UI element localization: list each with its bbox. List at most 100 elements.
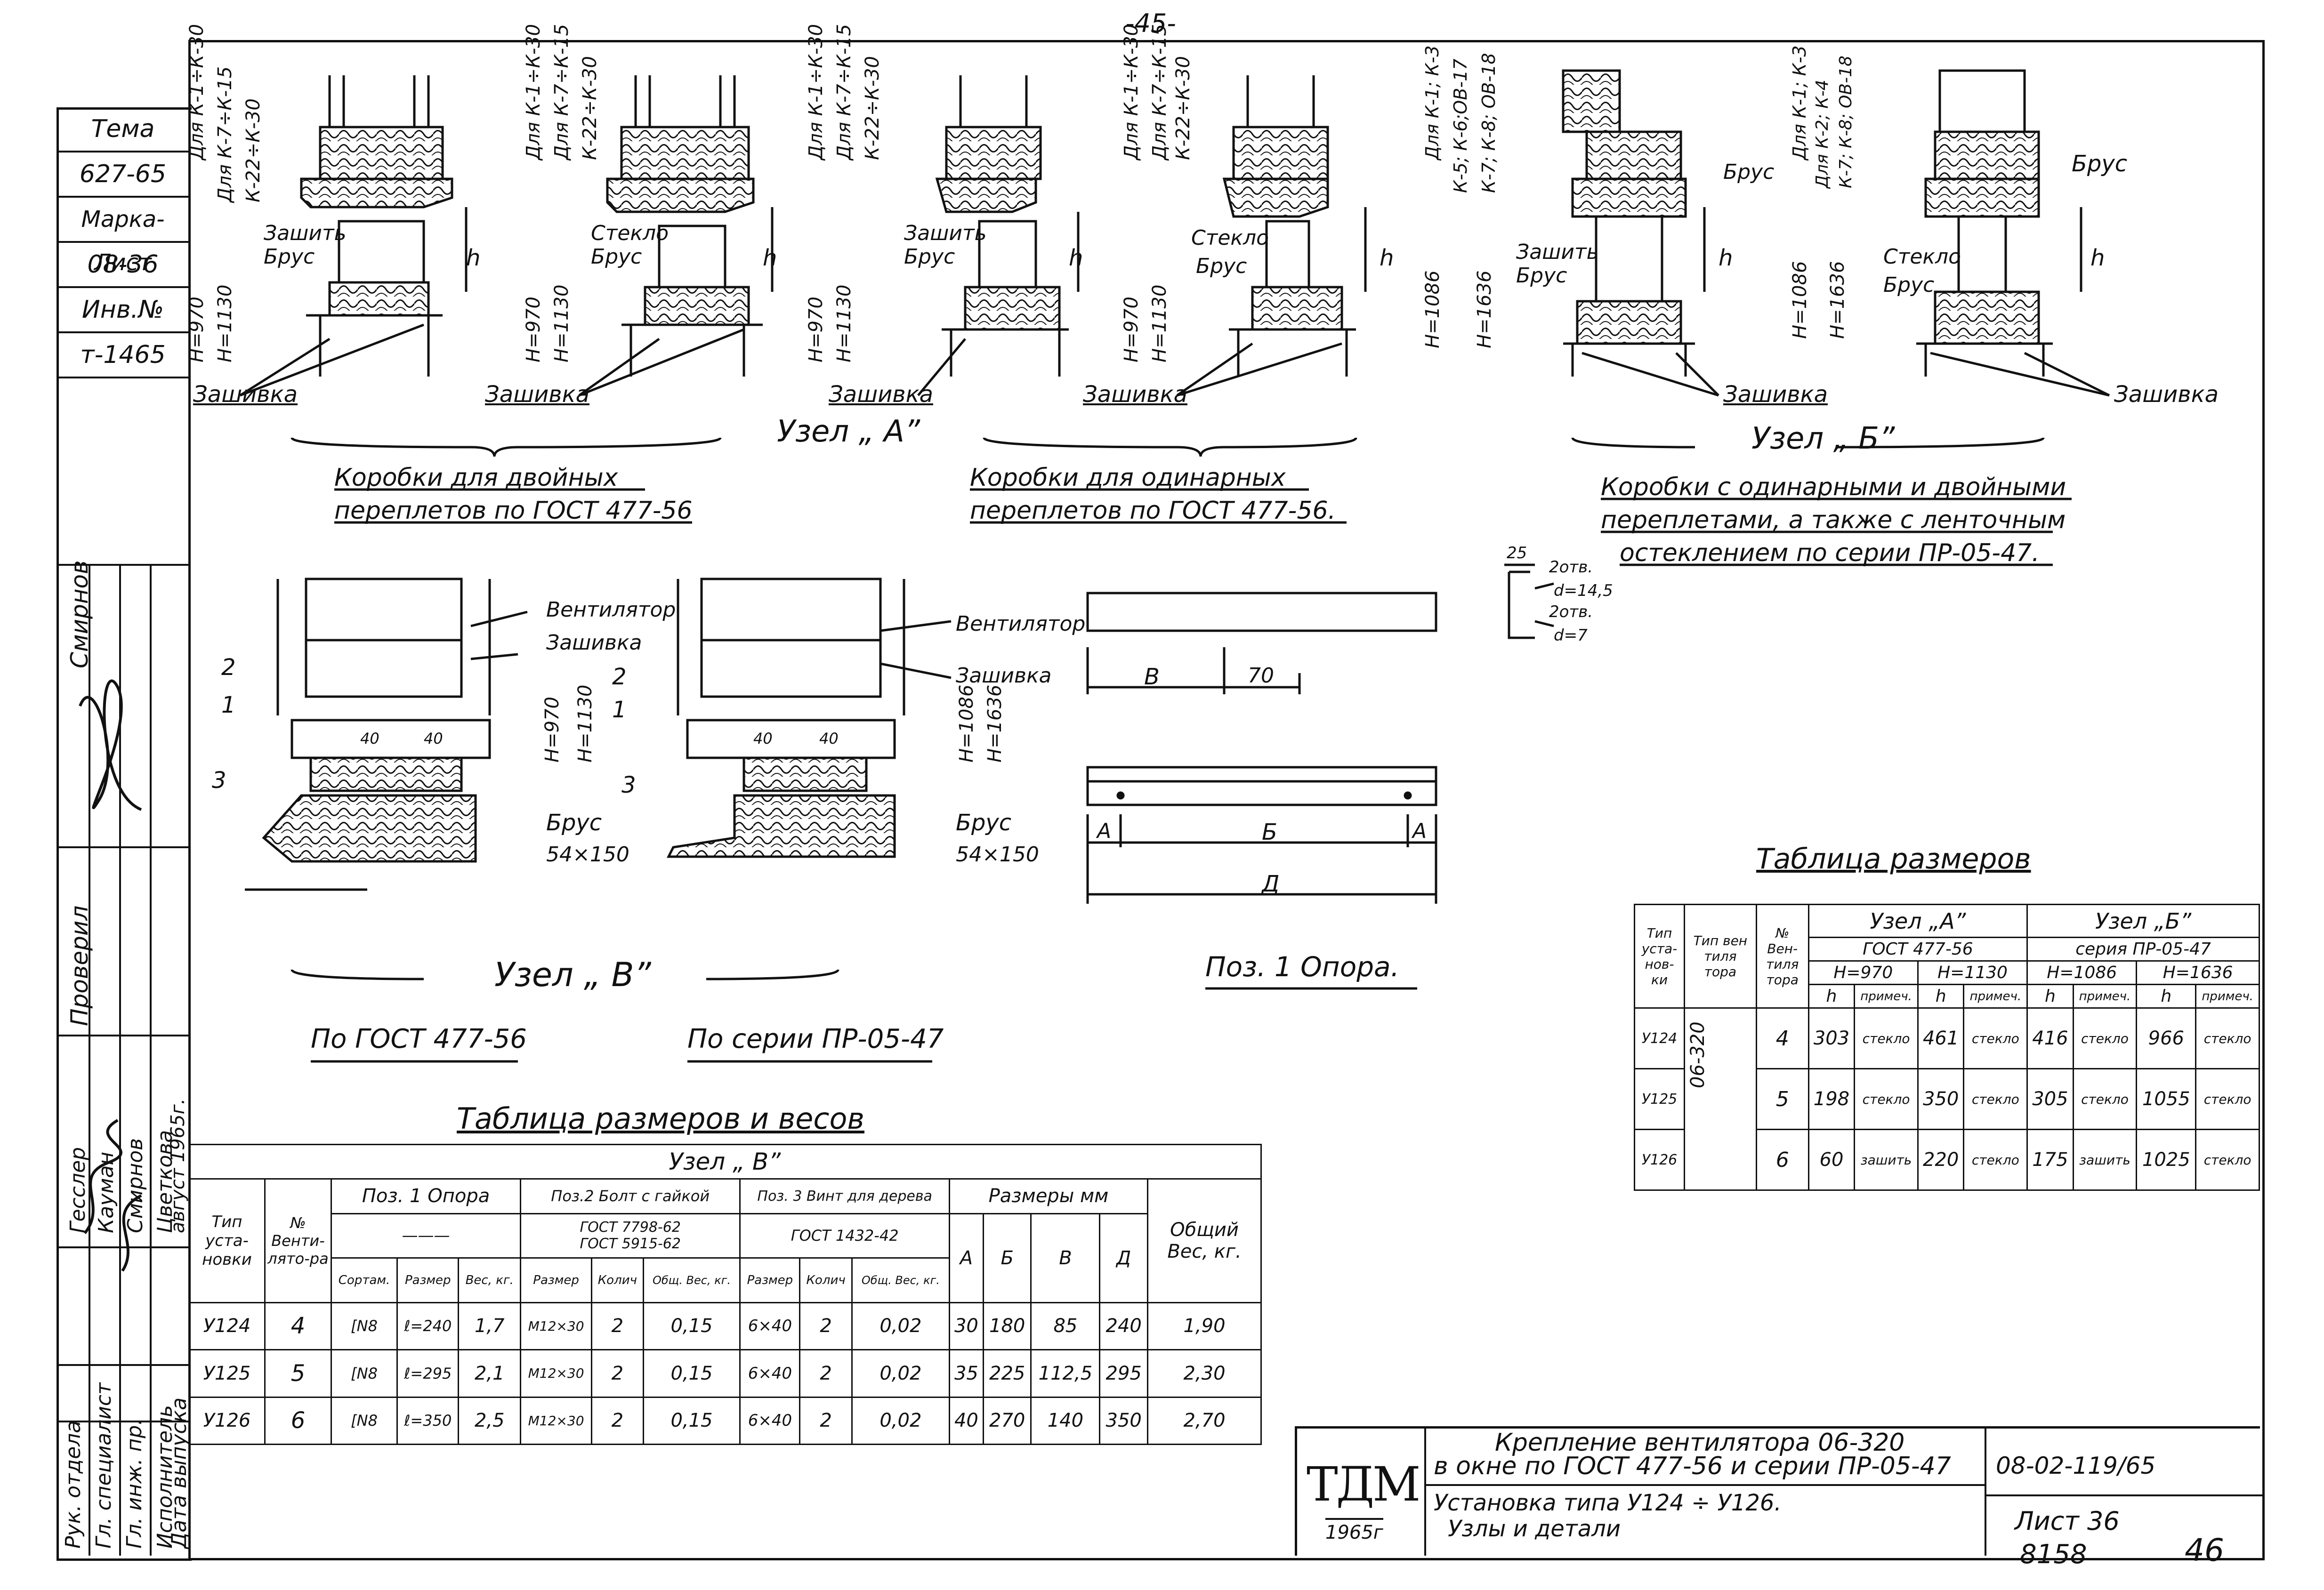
th-h970: Н=970 (1808, 960, 1919, 985)
cell: 2 (591, 1301, 644, 1351)
title-block: ТДМ 1965г Крепление вентилятора 06-320 в… (1295, 1426, 2264, 1556)
caption-double-2: переплетов по ГОСТ 477-56 (334, 497, 693, 525)
title-divider (1424, 1484, 1985, 1486)
cell: 2,70 (1147, 1396, 1262, 1445)
cell: 295 (1099, 1349, 1148, 1398)
title-line-3: Установка типа У124 ÷ У126. (1434, 1490, 1782, 1516)
label-zashit: Зашить (904, 221, 987, 245)
label-h: h (1380, 245, 1394, 271)
node-v-n2: 2 (612, 664, 627, 690)
node-v-ventilator: Вентилятор (956, 612, 1086, 636)
node-v-n1: 1 (612, 697, 627, 723)
label-steklo: Стекло (1191, 226, 1269, 250)
bracket-holes-1: 2отв. (1549, 558, 1593, 577)
frame-section-1 (300, 75, 468, 377)
cell: 112,5 (1030, 1349, 1101, 1398)
label-h: h (763, 245, 777, 271)
label-brus: Брус (1883, 273, 1935, 297)
node-v-d40: 40 (424, 730, 443, 747)
label-brus: Брус (1723, 160, 1775, 184)
node-v-title: Узел „ В” (494, 956, 651, 994)
cell: стекло (1963, 1068, 2028, 1130)
cell: 0,15 (642, 1301, 741, 1351)
cell: ℓ=350 (396, 1396, 460, 1445)
stamp-row: Тема (56, 107, 189, 153)
label-brus: Брус (1516, 264, 1567, 288)
cell: 85 (1030, 1301, 1101, 1351)
node-v-n3: 3 (212, 767, 226, 794)
node-v-d40: 40 (753, 730, 773, 747)
gost2a: ГОСТ 7798-62 (580, 1219, 681, 1236)
logo: ТДМ (1307, 1457, 1420, 1512)
left-strip-frame (56, 107, 192, 1561)
cell: 225 (982, 1349, 1032, 1398)
cell: 1,90 (1147, 1301, 1262, 1351)
th-size2: Размер (520, 1257, 593, 1303)
cell: 2,5 (458, 1396, 522, 1445)
label-brus: Брус (1196, 254, 1247, 278)
table-row: У124 4 [N8 ℓ=240 1,7 М12×30 2 0,15 6×40 … (188, 1301, 1262, 1351)
frame-section-6 (1916, 69, 2082, 377)
th-sort: Сортам. (330, 1257, 398, 1303)
cell: У125 (1634, 1068, 1685, 1130)
table-weights: Узел „ В” Тип уста-новки № Венти-лято-ра… (188, 1143, 1262, 1445)
bracket-dim-25: 25 (1507, 544, 1527, 562)
cell: [N8 (330, 1396, 398, 1445)
th-qty2: Колич (591, 1257, 644, 1303)
node-v-brus-size: 54×150 (956, 843, 1039, 867)
th-gost3: ГОСТ 1432-42 (739, 1213, 950, 1259)
cell: 40 (948, 1396, 984, 1445)
sheet-number: Лист 36 (2015, 1506, 2120, 1536)
table-row: У126 6 60 зашить 220 стекло 175 зашить 1… (1634, 1129, 2260, 1191)
node-v-n3: 3 (621, 772, 636, 798)
cell: 2 (591, 1349, 644, 1398)
cell: 60 (1808, 1129, 1856, 1191)
frame-section-2 (606, 75, 774, 377)
th-h1636: Н=1636 (2136, 960, 2260, 985)
bracket-d145: d=14,5 (1554, 581, 1613, 600)
cell: стекло (2195, 1068, 2260, 1130)
cell: У125 (188, 1349, 266, 1398)
cell: 6 (264, 1396, 332, 1445)
label-steklo: Стекло (591, 221, 669, 245)
th-h1130: Н=1130 (1917, 960, 2028, 985)
doc-code: 08-02-119/65 (1996, 1452, 2156, 1479)
th-type: Тип уста-новки (188, 1178, 266, 1303)
cell: стекло (2195, 1007, 2260, 1069)
cell: 270 (982, 1396, 1032, 1445)
table-row: У125 5 198 стекло 350 стекло 305 стекло … (1634, 1068, 2260, 1130)
cell: М12×30 (520, 1301, 593, 1351)
th-num-vent: № Вен-тиля тора (1755, 904, 1809, 1009)
table-weights-title: Таблица размеров и весов (457, 1101, 864, 1136)
node-v-by-gost: По ГОСТ 477-56 (311, 1024, 527, 1054)
label-h: h (2090, 245, 2105, 271)
label-brus: Брус (2072, 151, 2128, 177)
label-brus: Брус (591, 245, 642, 269)
th-w: Вес, кг. (458, 1257, 522, 1303)
caption-b-2: переплетами, а также с ленточным (1601, 506, 2066, 534)
support-70: 70 (1248, 664, 1274, 688)
page-number-top: -45- (1125, 8, 1176, 38)
cell: 2 (799, 1396, 853, 1445)
stamp-left: Тема 627-65 Марка-Лист 08-36 Инв.№ т-146… (56, 107, 189, 378)
cell: зашить (1854, 1129, 1919, 1191)
node-v-brus: Брус (956, 810, 1012, 836)
caption-single-1: Коробки для одинарных (970, 464, 1286, 492)
th-D: Д (1099, 1213, 1148, 1303)
frame-section-4 (1222, 75, 1367, 377)
node-v-d40: 40 (360, 730, 379, 747)
label-zashivka: Зашивка (193, 381, 298, 408)
cell: стекло (1854, 1007, 1919, 1069)
node-v-n1: 1 (221, 692, 236, 718)
th-qty3: Колич (799, 1257, 853, 1303)
cell: [N8 (330, 1301, 398, 1351)
cell: 2,30 (1147, 1349, 1262, 1398)
cell: 966 (2136, 1007, 2197, 1069)
support-A1: А (1097, 819, 1112, 843)
th-size: Размер (396, 1257, 460, 1303)
node-v-ventilator: Вентилятор (546, 598, 676, 622)
th-pos2: Поз.2 Болт с гайкой (520, 1178, 741, 1214)
cell: У124 (1634, 1007, 1685, 1069)
